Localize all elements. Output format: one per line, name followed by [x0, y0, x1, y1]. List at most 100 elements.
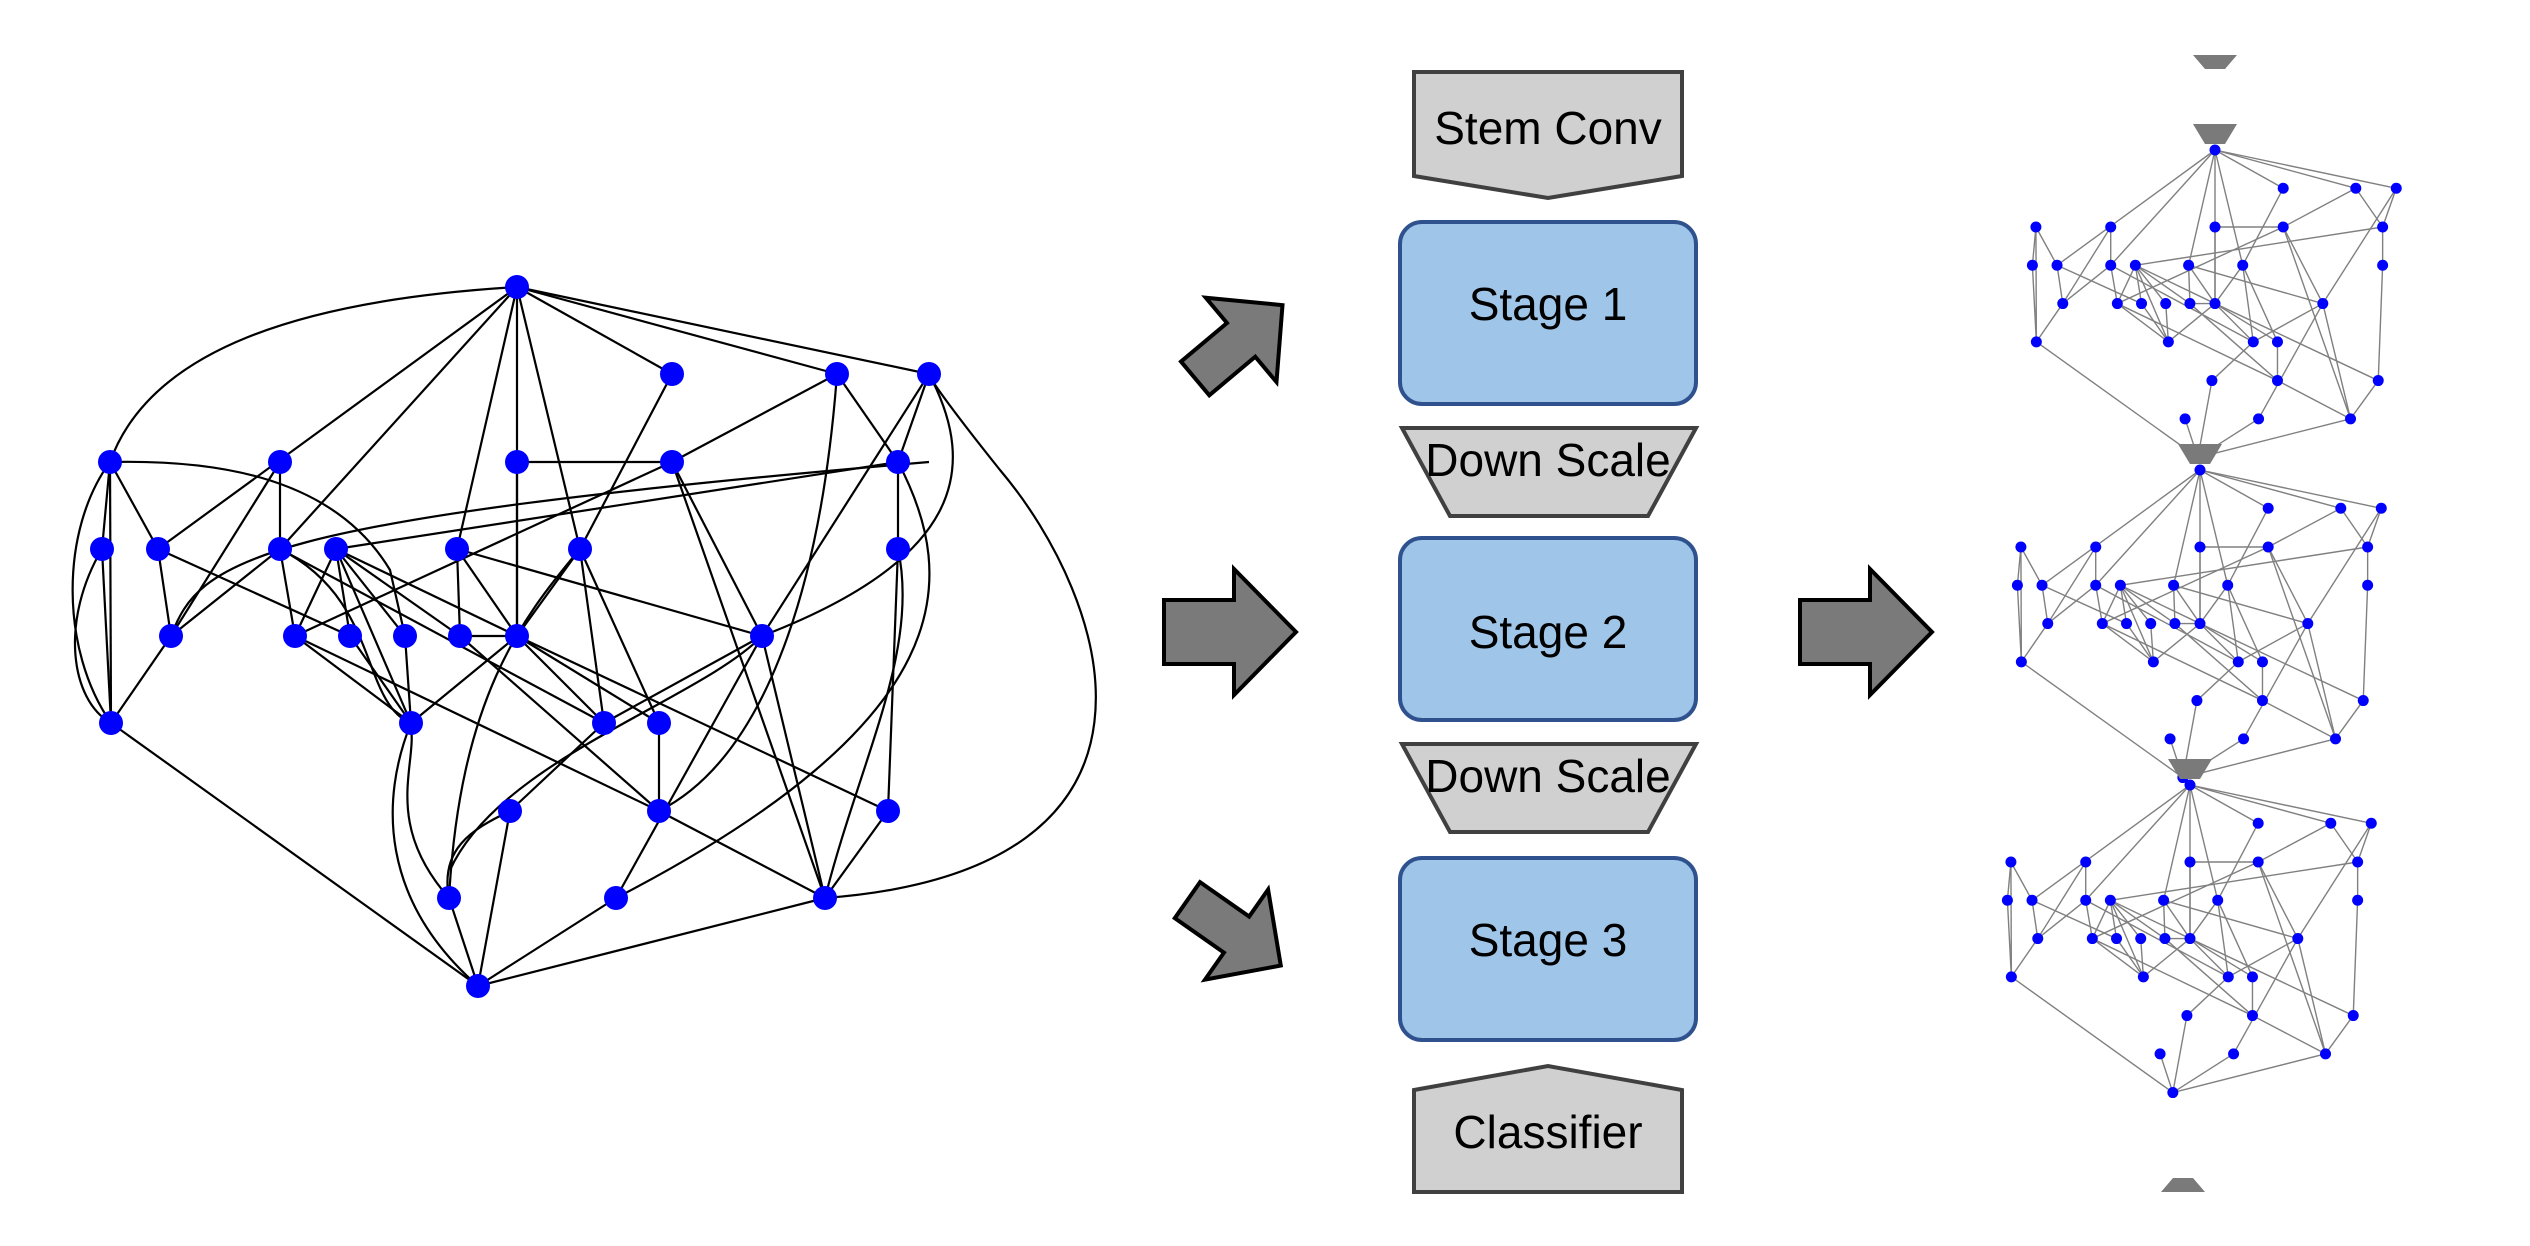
- graph-node: [2256, 695, 2268, 707]
- graph-edge: [2162, 784, 2191, 901]
- graph-edge: [2056, 265, 2064, 304]
- graph-edge: [516, 285, 838, 376]
- graph-edge: [2172, 1053, 2326, 1094]
- graph-node: [2015, 541, 2027, 553]
- graph-node: [2232, 656, 2244, 668]
- graph-node: [2352, 894, 2364, 906]
- graph-edge: [2116, 302, 2169, 343]
- graph-edge: [2056, 149, 2216, 266]
- trapezoid-cap-icon: [2193, 124, 2237, 144]
- graph-node: [2377, 221, 2389, 233]
- graph-edge: [2125, 623, 2154, 663]
- graph-node: [324, 537, 348, 561]
- graph-edge: [2252, 1014, 2326, 1055]
- graph-node: [2032, 933, 2044, 945]
- graph-edge: [2035, 341, 2199, 459]
- graph-node: [393, 624, 417, 648]
- classifier-block: Classifier: [1412, 1063, 1684, 1194]
- graph-edge: [761, 373, 930, 637]
- graph-edge: [2167, 303, 2216, 343]
- graph-node: [2362, 579, 2374, 591]
- graph-node: [2147, 656, 2159, 668]
- graph-node: [2005, 856, 2017, 868]
- graph-edge: [836, 373, 899, 463]
- graph-node: [660, 362, 684, 386]
- graph-edge: [71, 461, 112, 724]
- graph-edge: [110, 635, 172, 724]
- graph-node: [2253, 413, 2265, 425]
- graph-node: [660, 450, 684, 474]
- graph-edge: [2110, 899, 2191, 940]
- graph-edge: [2035, 226, 2058, 266]
- graph-node: [2238, 733, 2250, 745]
- graph-edge: [108, 285, 518, 463]
- graph-edge: [2056, 264, 2142, 305]
- graph-node: [2042, 618, 2054, 630]
- graph-edge: [2037, 861, 2087, 939]
- graph-edge: [516, 635, 605, 724]
- graph-node: [2194, 618, 2206, 630]
- graph-edge: [2035, 303, 2064, 343]
- graph-node: [2262, 541, 2274, 553]
- graph-edge: [603, 635, 763, 724]
- graph-node: [2277, 221, 2289, 233]
- graph-edge: [2115, 938, 2144, 978]
- graph-node: [2350, 182, 2362, 194]
- graph-edge: [459, 635, 660, 812]
- graph-edge: [335, 548, 518, 637]
- graph-edge: [2267, 507, 2342, 548]
- graph-edge: [447, 548, 581, 899]
- stage-2-label: Stage 2: [1469, 606, 1628, 658]
- graph-edge: [2199, 623, 2239, 663]
- graph-edge: [476, 810, 512, 987]
- graph-node: [813, 886, 837, 910]
- graph-node: [2159, 933, 2171, 945]
- graph-node: [917, 362, 941, 386]
- graph-edge: [2242, 264, 2279, 343]
- graph-edge: [2262, 699, 2336, 740]
- graph-node: [2292, 933, 2304, 945]
- graph-edge: [2119, 585, 2155, 663]
- graph-edge: [2267, 546, 2337, 740]
- graph-edge: [2297, 938, 2327, 1055]
- graph-node: [2209, 221, 2221, 233]
- graph-node: [2030, 221, 2042, 233]
- graph-edge: [2165, 303, 2170, 342]
- graph-node: [505, 450, 529, 474]
- down-scale-1-block: Down Scale: [1398, 426, 1700, 518]
- trapezoid-cap-icon: [2161, 1178, 2205, 1192]
- graph-node: [647, 799, 671, 823]
- graph-edge: [294, 635, 660, 812]
- graph-edge: [2340, 507, 2369, 548]
- graph-node: [2325, 817, 2337, 829]
- graph-edge: [2214, 302, 2278, 343]
- graph-node: [445, 537, 469, 561]
- graph-edge: [761, 373, 954, 638]
- graph-edge: [2095, 584, 2239, 663]
- graph-edge: [2199, 469, 2229, 586]
- graph-edge: [2381, 188, 2397, 228]
- stage-graph-1: [2026, 124, 2402, 464]
- graph-node: [2347, 1010, 2359, 1022]
- graph-node: [2194, 464, 2206, 476]
- graph-edge: [509, 722, 605, 812]
- graph-node: [2154, 1048, 2166, 1060]
- graph-edge: [2366, 508, 2382, 548]
- graph-edge: [2362, 585, 2369, 701]
- graph-edge: [2172, 585, 2176, 624]
- graph-edge: [2188, 264, 2323, 305]
- graph-edge: [335, 460, 899, 551]
- graph-node: [2252, 856, 2264, 868]
- graph-node: [568, 537, 592, 561]
- graph-edge: [2214, 149, 2244, 266]
- graph-edge: [2150, 623, 2155, 662]
- graph-node: [2137, 971, 2149, 983]
- graph-nodes: [90, 275, 941, 998]
- graph-node: [99, 711, 123, 735]
- graph-edge: [2282, 226, 2324, 304]
- graph-node: [2111, 298, 2123, 310]
- graph-node: [2222, 971, 2234, 983]
- graph-edge: [477, 896, 826, 988]
- graph-edge: [2330, 822, 2359, 863]
- graph-edge: [2282, 187, 2357, 228]
